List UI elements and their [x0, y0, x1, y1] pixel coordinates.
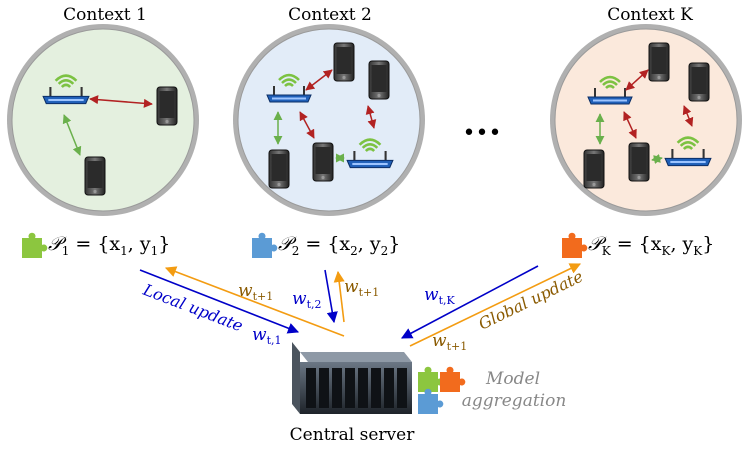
upload-arrow — [324, 269, 338, 324]
context-k-circle — [550, 24, 742, 216]
weight-label: wt+1 — [238, 281, 273, 303]
download-arrow — [333, 270, 345, 323]
weight-label: wt+1 — [344, 277, 379, 299]
device-link — [623, 111, 637, 139]
model-label: Model — [485, 369, 540, 389]
phone-icon — [688, 62, 710, 102]
download-arrow — [164, 266, 345, 337]
puzzle-icon — [22, 232, 48, 258]
aggregated-puzzle-icon — [418, 366, 466, 414]
phone-icon — [156, 86, 178, 126]
device-link — [89, 95, 153, 108]
central-server-label: Central server — [290, 425, 416, 445]
phone-icon — [84, 156, 106, 196]
phone-icon — [268, 149, 290, 189]
server-icon — [292, 342, 412, 414]
phone-icon — [628, 142, 650, 182]
puzzle-icon — [252, 232, 278, 258]
device-link — [305, 69, 333, 91]
device-link — [651, 153, 663, 165]
download-arrow — [409, 263, 582, 347]
puzzle-icon — [562, 232, 588, 258]
context-1-params: 𝒫1 = {x1, y1} — [48, 233, 170, 258]
context-2-params: 𝒫2 = {x2, y2} — [278, 233, 400, 258]
aggregation-label: aggregation — [462, 391, 567, 411]
phone-icon — [312, 142, 334, 182]
global-update-label: Global update — [475, 267, 586, 334]
weight-label: wt,K — [424, 285, 455, 307]
weight-label: wt+1 — [432, 331, 467, 353]
device-link — [365, 105, 377, 129]
context-k-title: Context K — [607, 5, 693, 25]
phone-icon — [368, 60, 390, 100]
phone-icon — [333, 42, 355, 82]
context-1-title: Context 1 — [63, 5, 147, 25]
ellipsis: ••• — [463, 121, 502, 146]
phone-icon — [648, 42, 670, 82]
weight-label: wt,2 — [292, 289, 321, 311]
upload-arrow — [401, 265, 539, 339]
local-update-label: Local update — [140, 280, 246, 336]
weight-label: wt,1 — [252, 325, 281, 347]
device-link — [682, 105, 694, 127]
phone-icon — [583, 149, 605, 189]
device-link — [299, 111, 315, 139]
context-2-circle — [233, 24, 425, 216]
context-2-title: Context 2 — [288, 5, 372, 25]
upload-arrow — [139, 269, 300, 334]
device-link — [62, 114, 82, 156]
context-1-circle — [7, 24, 199, 216]
context-k-params: 𝒫K = {xK, yK} — [588, 233, 714, 258]
device-link — [625, 69, 649, 91]
